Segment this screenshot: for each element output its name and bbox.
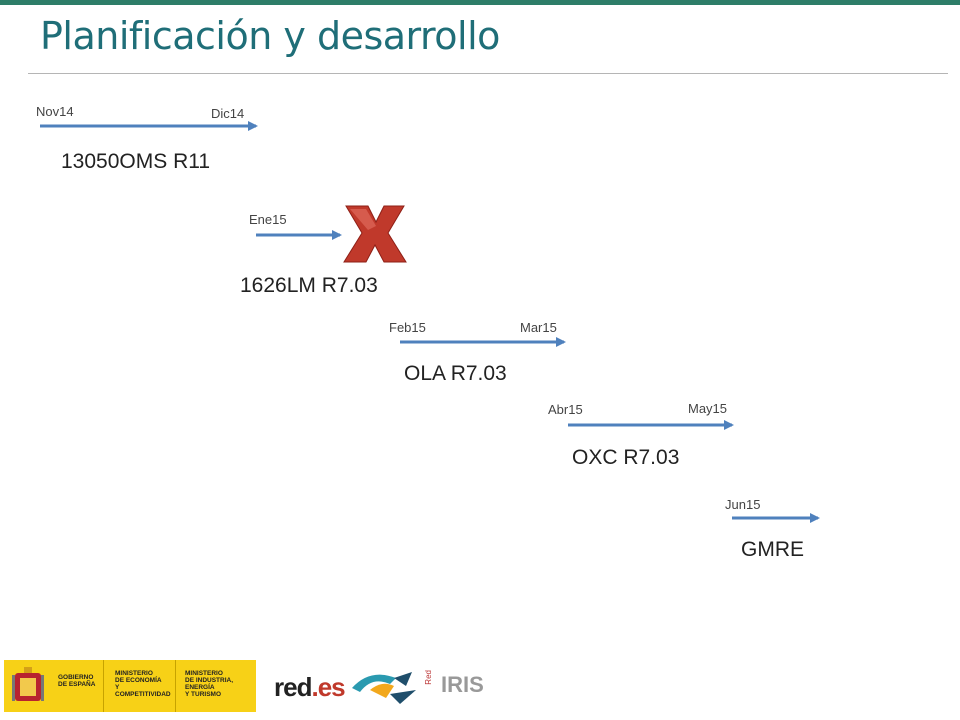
gov-cell-economia: MINISTERIO DE ECONOMÍA Y COMPETITIVIDAD <box>105 660 176 712</box>
item-name-1626lm: 1626LM R7.03 <box>240 274 378 297</box>
title-divider <box>28 73 948 74</box>
item-name-oxc: OXC R7.03 <box>572 446 680 469</box>
date-end-ola: Mar15 <box>520 320 557 335</box>
rediris-logo: IRIS <box>441 672 484 697</box>
spanish-government-logo: GOBIERNO DE ESPAÑA MINISTERIO DE ECONOMÍ… <box>4 660 256 712</box>
date-start-1626lm: Ene15 <box>249 212 287 227</box>
date-start-gmre: Jun15 <box>725 497 761 512</box>
date-end-oxc: May15 <box>688 401 728 416</box>
date-start-oxc: Abr15 <box>548 402 583 417</box>
date-start-13050oms: Nov14 <box>36 104 74 119</box>
top-accent-bar <box>0 0 960 5</box>
red-es-logo: red.es <box>274 672 346 703</box>
item-name-13050oms: 13050OMS R11 <box>61 150 211 173</box>
item-name-gmre: GMRE <box>741 538 804 561</box>
gov-cell-gobierno: GOBIERNO DE ESPAÑA <box>48 660 104 712</box>
red-es-logo-text: red <box>274 672 312 702</box>
rediris-emblem-icon <box>352 672 416 704</box>
gov-cell-industria: MINISTERIO DE INDUSTRIA, ENERGÍA Y TURIS… <box>185 670 234 698</box>
cancelled-x-icon <box>343 205 407 263</box>
date-start-ola: Feb15 <box>389 320 426 335</box>
red-es-logo-suffix: .es <box>311 672 345 702</box>
item-name-ola: OLA R7.03 <box>404 362 507 385</box>
rediris-small-label: Red <box>424 670 433 685</box>
date-end-13050oms: Dic14 <box>211 106 245 121</box>
coat-of-arms-icon <box>12 667 44 701</box>
page-title: Planificación y desarrollo <box>40 14 500 58</box>
